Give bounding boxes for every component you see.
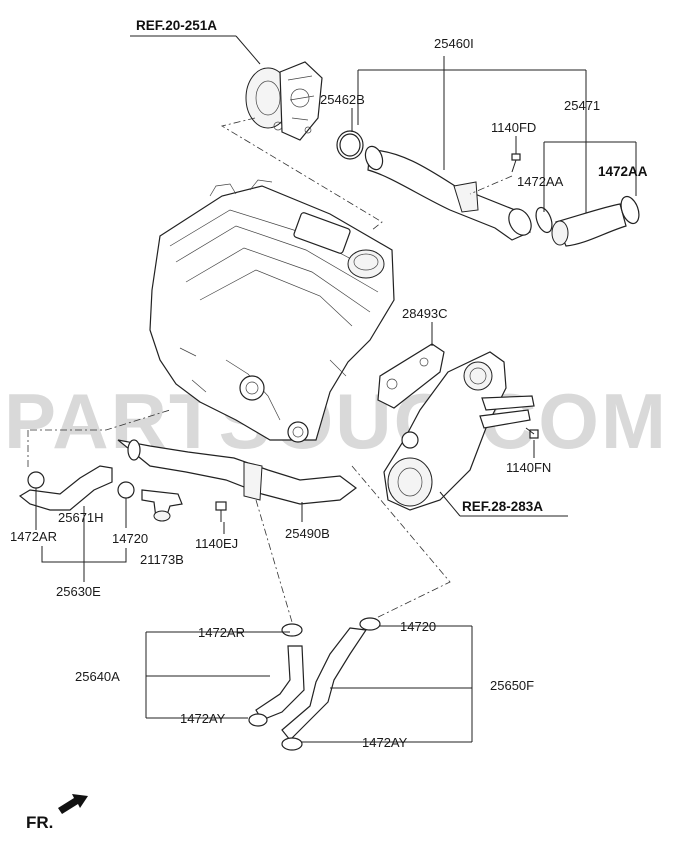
label-21173B[interactable]: 21173B bbox=[140, 552, 184, 567]
fitting-21173B-illustration bbox=[141, 489, 183, 522]
label-1140FD[interactable]: 1140FD bbox=[491, 120, 536, 135]
label-1472AR-bottom[interactable]: 1472AR bbox=[198, 625, 245, 640]
label-14720-left[interactable]: 14720 bbox=[112, 531, 148, 546]
ref-turbo-label[interactable]: REF.20-251A bbox=[136, 18, 217, 33]
front-direction-label: FR. bbox=[26, 813, 53, 832]
label-25471[interactable]: 25471 bbox=[564, 98, 600, 113]
label-25630E[interactable]: 25630E bbox=[56, 584, 101, 599]
bolt-1140FD-illustration bbox=[511, 153, 521, 173]
turbocharger-illustration bbox=[245, 61, 323, 141]
label-25671H[interactable]: 25671H bbox=[58, 510, 104, 525]
label-28493C[interactable]: 28493C bbox=[402, 306, 448, 321]
label-1472AA-right[interactable]: 1472AA bbox=[598, 164, 648, 179]
label-25650F[interactable]: 25650F bbox=[490, 678, 534, 693]
label-1472AY-right[interactable]: 1472AY bbox=[362, 735, 408, 750]
engine-block-illustration bbox=[149, 179, 395, 443]
hose-25671H-illustration bbox=[18, 465, 135, 511]
pipe-25460I-illustration bbox=[336, 130, 532, 241]
watermark: PARTSOUQ.COM bbox=[4, 377, 668, 465]
label-1140FN[interactable]: 1140FN bbox=[506, 460, 551, 475]
ref-thermostat-label[interactable]: REF.28-283A bbox=[462, 499, 543, 514]
label-25490B[interactable]: 25490B bbox=[285, 526, 330, 541]
label-1472AA-left[interactable]: 1472AA bbox=[517, 174, 564, 189]
front-arrow-icon bbox=[58, 794, 88, 814]
pipe-25490B-illustration bbox=[117, 439, 357, 505]
label-1140EJ[interactable]: 1140EJ bbox=[195, 536, 238, 551]
label-1472AY-left[interactable]: 1472AY bbox=[180, 711, 226, 726]
hose-25471-illustration bbox=[535, 195, 640, 247]
label-25640A[interactable]: 25640A bbox=[75, 669, 120, 684]
thermostat-housing-illustration bbox=[383, 351, 535, 511]
hose-25650F-illustration bbox=[281, 617, 381, 751]
bolt-1140EJ-illustration bbox=[215, 501, 227, 522]
bolt-1140FN-illustration bbox=[525, 427, 539, 439]
label-25462B[interactable]: 25462B bbox=[320, 92, 365, 107]
label-14720-bottom[interactable]: 14720 bbox=[400, 619, 436, 634]
label-1472AR-left[interactable]: 1472AR bbox=[10, 529, 57, 544]
hose-25640A-illustration bbox=[248, 623, 305, 727]
label-25460I[interactable]: 25460I bbox=[434, 36, 474, 51]
